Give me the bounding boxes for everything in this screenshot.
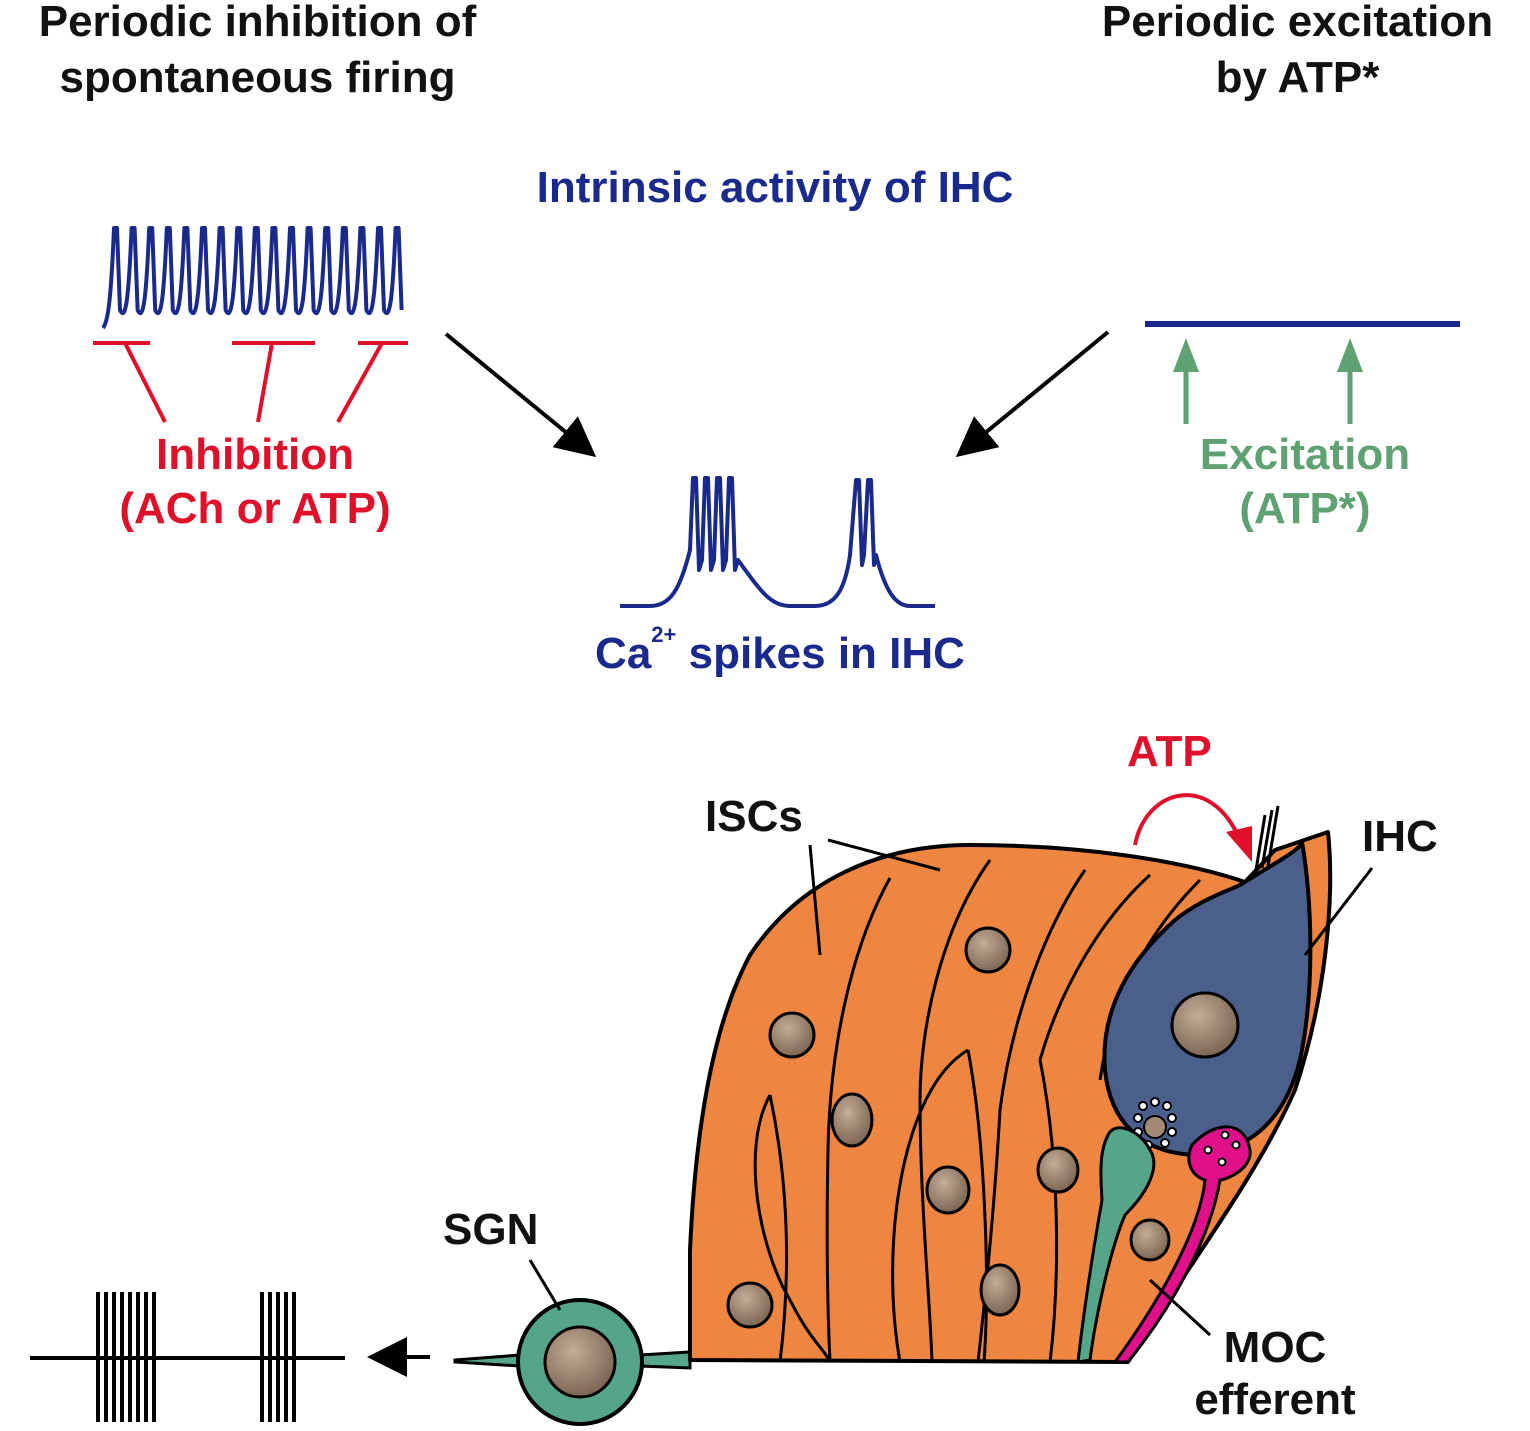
sgn-label: SGN xyxy=(443,1205,539,1254)
atp-feedback-arrow xyxy=(1133,793,1252,862)
sgn-dendrite xyxy=(1076,1126,1156,1364)
moc-line2: efferent xyxy=(1194,1375,1356,1424)
ca-spikes-prefix: Ca xyxy=(595,629,652,678)
stereocilia xyxy=(1254,805,1280,871)
right-heading-line1: Periodic excitation xyxy=(1101,0,1494,46)
ca-spikes-label: Ca2+ spikes in IHC xyxy=(540,622,1020,679)
excitation-line2: (ATP*) xyxy=(1239,484,1371,533)
inhibition-markers xyxy=(93,341,408,423)
right-convergence-arrow xyxy=(955,330,1110,458)
inhibition-line2: (ACh or ATP) xyxy=(119,484,391,533)
left-heading: Periodic inhibition of spontaneous firin… xyxy=(0,0,515,106)
spontaneous-firing-trace xyxy=(101,226,404,330)
iscs-label: ISCs xyxy=(705,792,803,841)
excitation-label: Excitation (ATP*) xyxy=(1140,428,1470,536)
sgn-axon xyxy=(453,1353,522,1368)
moc-efferent-label: MOC efferent xyxy=(1170,1322,1380,1426)
ca-spikes-suffix: spikes in IHC xyxy=(676,629,965,678)
intrinsic-activity-title: Intrinsic activity of IHC xyxy=(536,163,1014,212)
label-leaders xyxy=(528,838,1374,1337)
cell-nuclei xyxy=(726,926,1240,1329)
inhibition-label: Inhibition (ACh or ATP) xyxy=(60,428,450,536)
inhibition-line1: Inhibition xyxy=(156,430,354,479)
ribbon-synapse xyxy=(1133,1097,1177,1150)
atp-label: ATP xyxy=(1127,727,1212,776)
cochlea-cell-drawing xyxy=(453,805,1333,1426)
left-convergence-arrow xyxy=(444,332,597,458)
ihc-label: IHC xyxy=(1362,812,1438,861)
sgn-spike-trains xyxy=(96,1292,296,1422)
moc-efferent-terminal xyxy=(1112,1125,1252,1364)
left-heading-line2: spontaneous firing xyxy=(59,53,456,102)
moc-line1: MOC xyxy=(1223,1323,1327,1372)
right-heading-line2: by ATP* xyxy=(1215,53,1380,102)
right-heading: Periodic excitation by ATP* xyxy=(1065,0,1530,106)
excitation-arrows xyxy=(1173,338,1363,424)
left-heading-line1: Periodic inhibition of xyxy=(38,0,477,46)
ca-spike-burst-trace xyxy=(620,476,935,608)
ca-spikes-sup: 2+ xyxy=(651,622,677,647)
excitation-line1: Excitation xyxy=(1199,430,1411,479)
